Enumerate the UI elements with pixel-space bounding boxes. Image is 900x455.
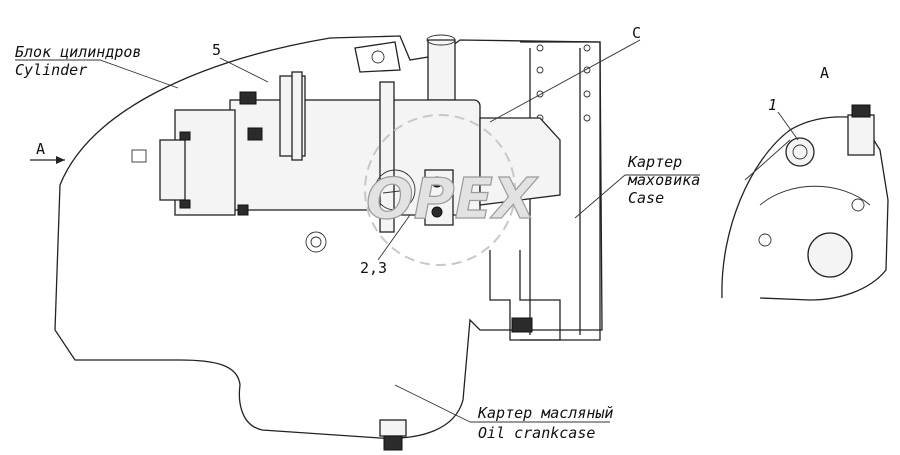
label-cylinder-block-ru: Блок цилиндров (15, 43, 141, 61)
gear-circle (374, 169, 416, 211)
top-pipe (427, 39, 456, 101)
label-cylinder-block-en: Cylinder (15, 61, 87, 79)
watermark-gear (364, 114, 516, 266)
watermark-text: OPEX (366, 167, 539, 232)
top-flange (354, 41, 401, 73)
callout-1: 1 (768, 96, 777, 114)
label-flywheel-case-ru-2: маховика (627, 171, 700, 189)
detail-a-bolt (785, 137, 815, 167)
label-oil-crankcase-ru: Картер масляный (477, 404, 613, 422)
leader-5 (219, 57, 269, 83)
callout-c: C (632, 24, 641, 42)
label-flywheel-case-ru-1: Картер (627, 153, 682, 171)
starter-flange (379, 81, 395, 233)
bracket-bolt (511, 317, 533, 333)
label-oil-crankcase-en: Oil crankcase (478, 424, 595, 442)
callout-5: 5 (212, 41, 221, 59)
leader-flywheel (574, 174, 700, 219)
detail-view-title: A (820, 64, 829, 82)
label-flywheel-case-en: Case (628, 189, 664, 207)
leader-crankcase (394, 384, 610, 423)
flywheel-case-bolts (536, 44, 591, 122)
bracket (489, 250, 561, 341)
leader-cylinder (15, 59, 179, 89)
detail-a-arc (759, 185, 871, 206)
solenoid-terminal-1 (239, 91, 257, 105)
side-nub (131, 149, 147, 163)
leader-23 (377, 214, 411, 261)
detail-a-housing (721, 116, 889, 301)
boss-circle (305, 231, 327, 253)
view-arrow-label: A (36, 140, 45, 158)
leader-c (489, 39, 641, 123)
solenoid-terminal-2 (247, 127, 263, 141)
solenoid-cap (291, 71, 303, 161)
drain-plug-head (383, 435, 403, 451)
callout-2-3: 2,3 (360, 259, 387, 277)
detail-a-gear (807, 232, 853, 278)
cylinder-block-outline (54, 35, 603, 439)
leader-1 (777, 111, 799, 141)
detail-a-terminal (847, 114, 875, 156)
drain-plug (379, 419, 407, 437)
end-cap-plate (159, 139, 186, 201)
starter-nose (479, 117, 561, 206)
